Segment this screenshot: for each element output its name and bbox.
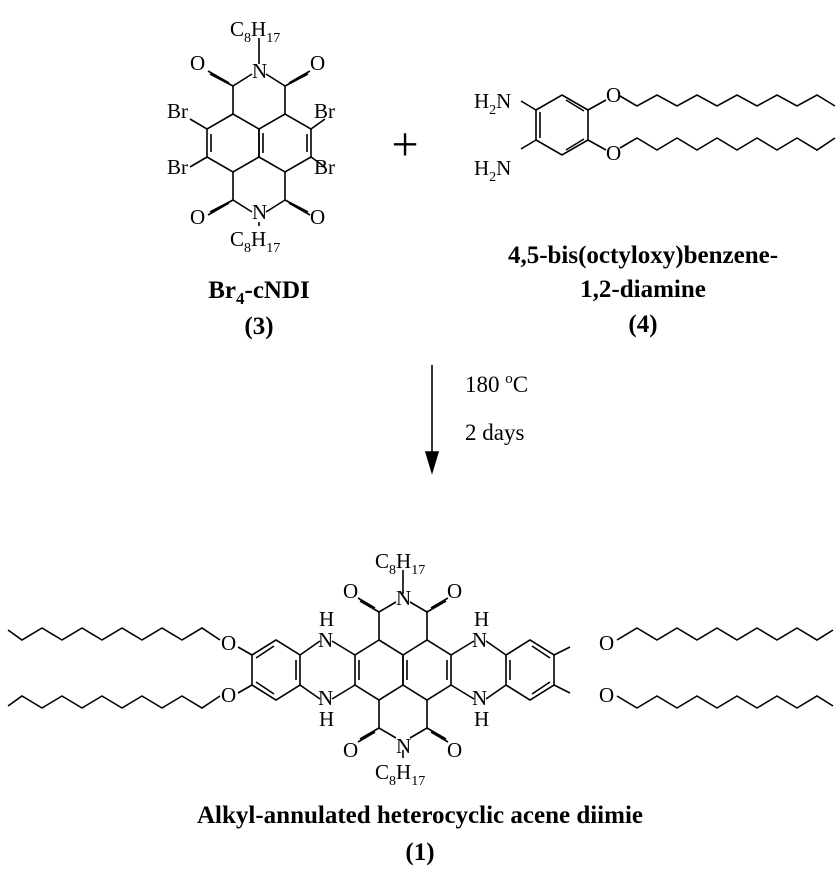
product-nh-h-top-left: H [319, 607, 334, 631]
product-ether-o-1: O [221, 631, 236, 655]
product-n-substituent-top: C8H17 [375, 549, 425, 578]
bromine-top-left: Br [167, 99, 188, 123]
product-nh-h-bottom-right: H [474, 707, 489, 731]
n-substituent-top: C8H17 [230, 17, 280, 46]
reactant1-name: Br4-cNDI [208, 277, 310, 308]
product-carbonyl-o-1: O [343, 579, 358, 603]
product-imide-n-top: N [396, 586, 411, 610]
product-structure: C8H17 N O O N O O C8H17 H N N H H N N H … [7, 549, 834, 789]
product-number: (1) [405, 839, 434, 866]
diamine-structure: H2N H2N O O [474, 83, 836, 185]
product-ether-o-2: O [221, 683, 236, 707]
imide-n-bottom: N [252, 200, 267, 224]
bromine-top-right: Br [314, 99, 335, 123]
plus-sign: + [391, 118, 418, 171]
ether-o-top: O [606, 83, 621, 107]
product-nh-n-bottom-right: N [472, 686, 487, 710]
product-nh-n-top-right: N [472, 628, 487, 652]
product-name: Alkyl-annulated heterocyclic acene diimi… [197, 802, 643, 829]
imide-n-top: N [252, 59, 267, 83]
bromine-bottom-left: Br [167, 155, 188, 179]
reactant1-number: (3) [244, 313, 273, 340]
reactant2-number: (4) [628, 311, 657, 338]
product-n-substituent-bottom: C8H17 [375, 760, 425, 789]
amine-top: H2N [474, 89, 511, 118]
ether-o-bottom: O [606, 141, 621, 165]
carbonyl-o-bottom-right: O [310, 205, 325, 229]
bromine-bottom-right: Br [314, 155, 335, 179]
product-carbonyl-o-4: O [447, 738, 462, 762]
carbonyl-o-top-left: O [190, 51, 205, 75]
product-nh-h-bottom-left: H [319, 707, 334, 731]
product-carbonyl-o-3: O [343, 738, 358, 762]
diamine-benzene-ring [535, 94, 589, 156]
reactant2-name-line1: 4,5-bis(octyloxy)benzene- [508, 242, 778, 269]
carbonyl-o-top-right: O [310, 51, 325, 75]
br4-cndi-structure: C8H17 N O O Br Br Br Br N O O C8H17 [167, 17, 335, 256]
n-substituent-bottom: C8H17 [230, 227, 280, 256]
product-nh-h-top-right: H [474, 607, 489, 631]
product-imide-n-bottom: N [396, 734, 411, 758]
time-condition: 2 days [465, 420, 524, 445]
product-ether-o-4: O [599, 683, 614, 707]
ndi-right-ring [258, 113, 312, 173]
product-nh-n-bottom-left: N [318, 686, 333, 710]
ndi-left-ring [206, 113, 260, 173]
carbonyl-o-bottom-left: O [190, 205, 205, 229]
temperature-condition: 180 oC [465, 371, 528, 397]
product-nh-n-top-left: N [318, 628, 333, 652]
product-ether-o-3: O [599, 631, 614, 655]
reactant2-name-line2: 1,2-diamine [580, 276, 706, 303]
reaction-arrow [424, 365, 440, 475]
product-carbonyl-o-2: O [447, 579, 462, 603]
amine-bottom: H2N [474, 156, 511, 185]
